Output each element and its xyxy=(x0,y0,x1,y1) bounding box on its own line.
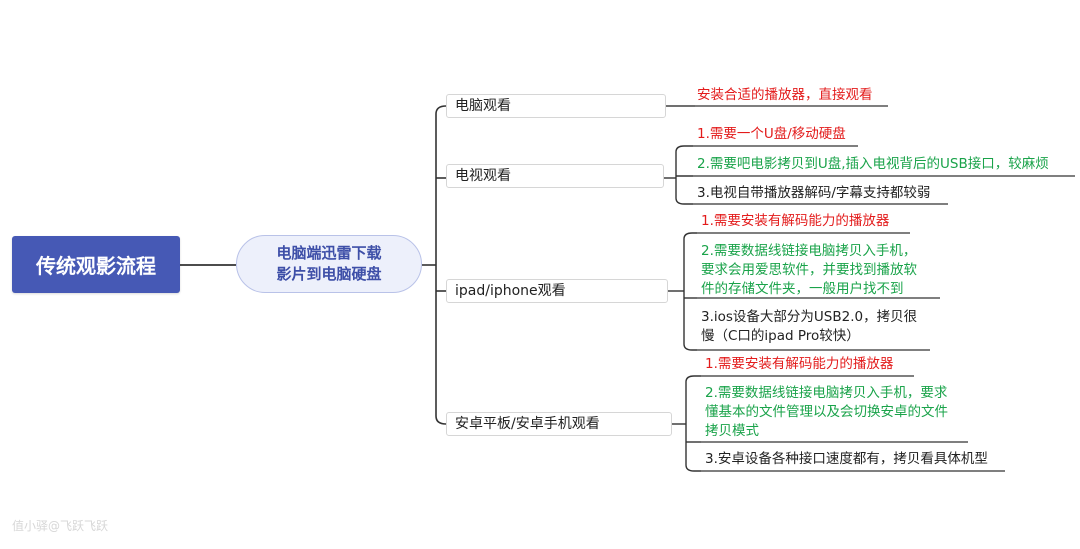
connector-branch-pc xyxy=(435,105,447,115)
leaf-line: 1.需要安装有解码能力的播放器 xyxy=(701,213,890,229)
leaf-line: 要求会用爱思软件，并要找到播放软 xyxy=(701,262,917,278)
leaf-line: 3.ios设备大部分为USB2.0，拷贝很 xyxy=(701,309,918,325)
leaf-line: 安装合适的播放器，直接观看 xyxy=(697,87,873,103)
leaf-line: 慢（C口的ipad Pro较快） xyxy=(701,328,860,344)
leaf-android-3[interactable]: 3.安卓设备各种接口速度都有，拷贝看具体机型 xyxy=(703,450,988,469)
leaf-line: 拷贝模式 xyxy=(705,423,759,439)
leaf-tv-3[interactable]: 3.电视自带播放器解码/字幕支持都较弱 xyxy=(695,184,930,203)
leaf-ipad-1[interactable]: 1.需要安装有解码能力的播放器 xyxy=(699,212,889,231)
leaf-line: 3.安卓设备各种接口速度都有，拷贝看具体机型 xyxy=(705,451,988,467)
branch-tv[interactable]: 电视观看 xyxy=(446,164,664,188)
leaf-line: 懂基本的文件管理以及会切换安卓的文件 xyxy=(705,404,948,420)
leaf-pc-1[interactable]: 安装合适的播放器，直接观看 xyxy=(695,86,873,105)
leaf-line: 1.需要安装有解码能力的播放器 xyxy=(705,356,894,372)
hub-line-1: 电脑端迅雷下载 xyxy=(276,244,382,262)
branch-label: 安卓平板/安卓手机观看 xyxy=(455,416,600,432)
root-node[interactable]: 传统观影流程 xyxy=(12,236,180,293)
watermark: 值小驿@飞跃飞跃 xyxy=(12,519,109,533)
connector-branch-android xyxy=(435,415,447,425)
branch-label: ipad/iphone观看 xyxy=(455,283,566,299)
leaf-line: 2.需要数据线链接电脑拷贝入手机，要求 xyxy=(705,385,948,401)
leaf-line: 件的存储文件夹，一般用户找不到 xyxy=(701,281,904,297)
connector-tv-leaf-1 xyxy=(675,145,693,153)
branch-label: 电视观看 xyxy=(455,168,511,184)
connector-tv-leaf-3 xyxy=(675,197,693,205)
leaf-tv-2[interactable]: 2.需要吧电影拷贝到U盘,插入电视背后的USB接口，较麻烦 xyxy=(695,155,1049,174)
branch-android[interactable]: 安卓平板/安卓手机观看 xyxy=(446,412,672,436)
branch-pc[interactable]: 电脑观看 xyxy=(446,94,666,118)
connector-ipad-leaf-3 xyxy=(683,343,697,351)
leaf-line: 3.电视自带播放器解码/字幕支持都较弱 xyxy=(697,185,931,201)
root-label: 传统观影流程 xyxy=(36,254,156,278)
branch-ipad[interactable]: ipad/iphone观看 xyxy=(446,279,668,303)
leaf-ipad-3[interactable]: 3.ios设备大部分为USB2.0，拷贝很 慢（C口的ipad Pro较快） xyxy=(699,308,917,346)
leaf-line: 1.需要一个U盘/移动硬盘 xyxy=(697,126,846,142)
leaf-ipad-2[interactable]: 2.需要数据线链接电脑拷贝入手机， 要求会用爱思软件，并要找到播放软 件的存储文… xyxy=(699,242,917,299)
connector-android-leaf-1 xyxy=(685,375,701,383)
connector-android-leaf-3 xyxy=(685,464,701,472)
leaf-line: 2.需要数据线链接电脑拷贝入手机， xyxy=(701,243,917,259)
hub-line-2: 影片到电脑硬盘 xyxy=(276,265,382,283)
leaf-tv-1[interactable]: 1.需要一个U盘/移动硬盘 xyxy=(695,125,846,144)
connector-ipad-leaf-1 xyxy=(683,232,697,240)
leaf-android-2[interactable]: 2.需要数据线链接电脑拷贝入手机，要求 懂基本的文件管理以及会切换安卓的文件 拷… xyxy=(703,384,948,441)
branch-label: 电脑观看 xyxy=(455,98,511,114)
leaf-line: 2.需要吧电影拷贝到U盘,插入电视背后的USB接口，较麻烦 xyxy=(697,156,1049,172)
leaf-android-1[interactable]: 1.需要安装有解码能力的播放器 xyxy=(703,355,893,374)
hub-node[interactable]: 电脑端迅雷下载 影片到电脑硬盘 xyxy=(236,235,422,293)
